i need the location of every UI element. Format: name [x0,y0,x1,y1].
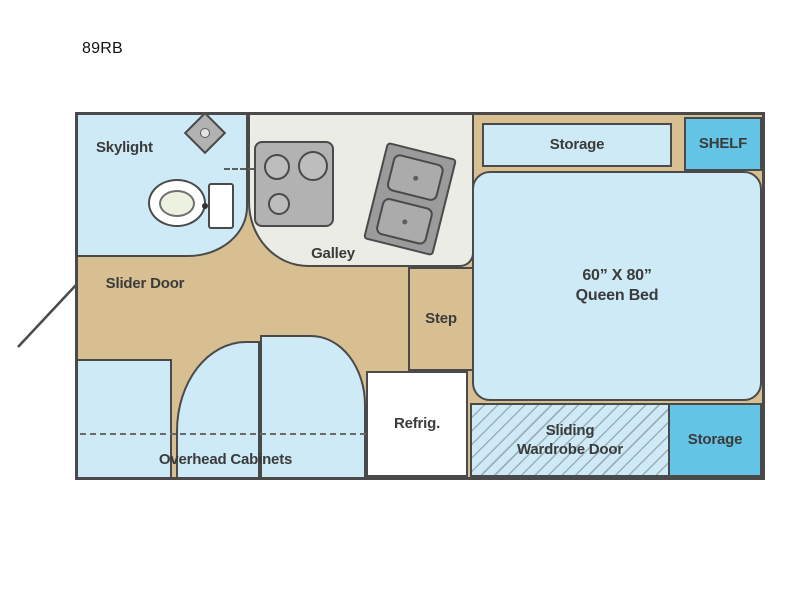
wardrobe-label-line2: Wardrobe Door [516,440,623,458]
floorplan: Skylight Galley Slider Door Storage SHE [75,111,765,480]
storage-top-label: Storage [549,136,605,154]
toilet-seat [159,189,195,217]
bathroom-door-dashed-line [224,168,254,170]
sliding-wardrobe-area: Sliding Wardrobe Door [470,403,670,477]
toilet-icon [148,179,206,227]
queen-bed-area: 60” X 80” Queen Bed [472,171,762,401]
refrigerator-label: Refrig. [393,415,441,433]
overhead-cabinets-label: Overhead Cabinets [158,451,293,468]
sink-basin [374,196,435,247]
step-label: Step [425,310,457,328]
plan-title: 89RB [82,40,123,57]
sink-drain [401,218,408,225]
storage-bottom-area: Storage [668,403,762,477]
bed-size-label: 60” X 80” [582,267,652,285]
vent-dot [197,125,213,141]
storage-bottom-label: Storage [687,431,743,449]
step-area: Step [408,267,474,371]
stove-icon [254,141,334,227]
wardrobe-label: Sliding Wardrobe Door [517,422,623,458]
stove-burner [264,154,290,180]
overhead-cabinets-dashed-line [80,433,366,435]
toilet-hinge-dot [202,203,208,209]
bed-label: 60” X 80” Queen Bed [576,267,659,305]
toilet-tank-icon [208,183,234,229]
shelf-label: SHELF [698,135,748,153]
refrigerator-area: Refrig. [366,371,468,477]
stove-burner [268,193,290,215]
bed-name-label: Queen Bed [575,286,659,304]
hitch-line-icon [17,284,77,348]
stove-burner [298,151,328,181]
storage-top-area: Storage [482,123,672,167]
sink-drain [412,174,419,181]
overhead-cabinet-right [260,335,366,477]
sink-basin [385,152,446,203]
shelf-area: SHELF [684,117,762,171]
galley-label: Galley [311,245,355,262]
overhead-cabinet-left [78,359,172,477]
skylight-label: Skylight [96,139,153,156]
wardrobe-label-line1: Sliding [545,422,595,440]
slider-door-label: Slider Door [105,275,185,292]
